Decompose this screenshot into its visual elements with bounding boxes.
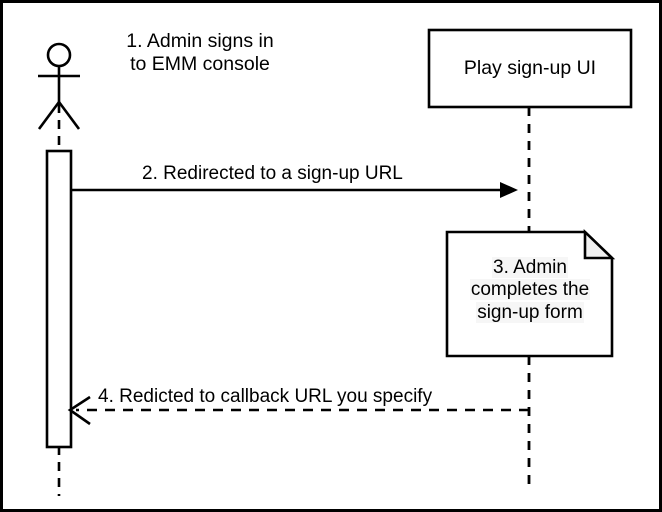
note-step3-line2: completes the [469,279,591,301]
stick-figure-actor-icon [37,42,81,130]
participant-box-play-signup-ui [427,28,633,109]
participant-label-play-signup-ui: Play sign-up UI [463,57,597,79]
label-step1: 1. Admin signs in to EMM console [105,30,295,76]
actor-activation-bar [45,149,73,449]
note-step3-line3: sign-up form [476,301,584,323]
label-step2: 2. Redirected to a sign-up URL [142,163,403,184]
message-arrow-step4 [67,395,529,426]
message-arrow-step2 [70,182,518,198]
note-step3-line1: 3. Admin [492,257,568,278]
note-step3-text: 3. Admin completes the sign-up form [449,257,611,324]
label-step1-line2: to EMM console [130,53,270,75]
label-step4: 4. Redicted to callback URL you specify [98,386,433,407]
label-step1-line1: 1. Admin signs in [126,30,274,52]
